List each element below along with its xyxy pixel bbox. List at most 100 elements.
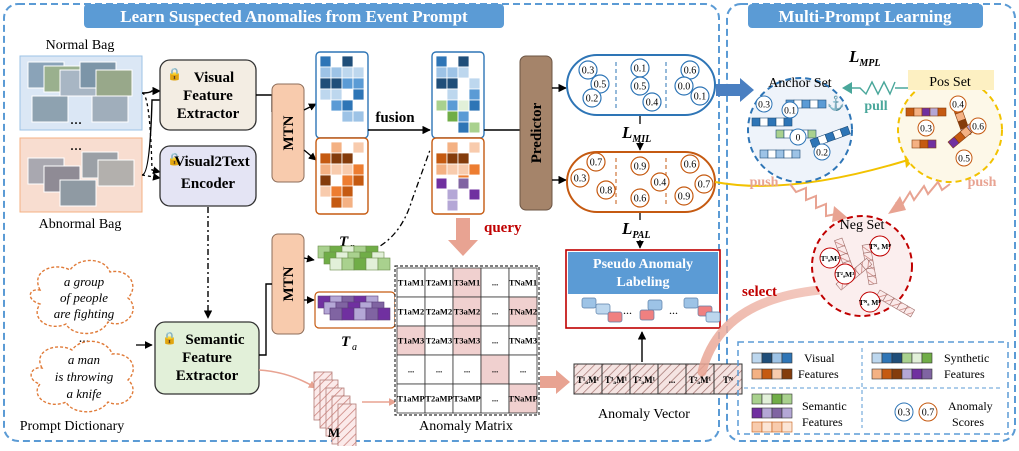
legend-cell: [881, 368, 893, 380]
neg-token-text: T²ₐM³: [836, 270, 856, 279]
matrix-cell-text: ...: [408, 365, 414, 375]
pseudo-token: [639, 309, 655, 321]
query-label: query: [484, 220, 522, 236]
strip-cell: [775, 149, 785, 159]
feature-cell: [330, 141, 343, 154]
matrix-cell-text: T3aMP: [453, 394, 480, 404]
abnormal-to-vfe-arrow: [141, 99, 160, 176]
feature-cell: [319, 185, 332, 198]
matrix-cell: [508, 383, 538, 414]
score-value: 0.6: [634, 194, 647, 205]
feature-cell: [330, 66, 343, 79]
mtn-to-tn-arrow: [303, 254, 315, 263]
score-value: 0.9: [678, 192, 691, 203]
predictor-label: Predictor: [529, 102, 545, 163]
legend-cell: [871, 352, 883, 364]
neg-token-text: Tᴺₐ Mᴾ: [859, 298, 881, 307]
m-label: M: [328, 425, 340, 440]
anchor-set-content: 0.30.100.2: [751, 95, 851, 161]
feature-cell: [330, 152, 343, 165]
feature-cell: [446, 141, 459, 154]
legend-visual-swatch: [751, 352, 793, 380]
anchor-score: [781, 101, 799, 119]
vector-cell-text: T¹ₐM¹: [577, 375, 600, 385]
legend-cell: [751, 421, 763, 433]
lock-icon: 🔒: [162, 331, 177, 345]
matrix-cell-text: TNaMP: [508, 394, 537, 404]
pal-loss-label: LPAL: [621, 219, 651, 241]
strip-cell: [767, 149, 777, 159]
feature-cell: [457, 177, 470, 190]
strip-cell: [919, 139, 929, 149]
score-circle: [694, 174, 714, 194]
vector-cell-text: T²ₐM¹: [689, 375, 712, 385]
vector-cell: [601, 363, 631, 395]
feature-cell: [319, 152, 332, 165]
neg-token: [869, 235, 891, 257]
legend-cell: [771, 421, 783, 433]
legend-cell: [891, 352, 903, 364]
score-circle: [690, 86, 710, 106]
strip-cell: [867, 275, 878, 286]
strip-cell: [929, 107, 939, 117]
svg-text:a: a: [352, 342, 357, 353]
anchor-set-title: Anchor Set: [768, 76, 831, 91]
legend-cell: [771, 393, 783, 405]
score-value: 0.5: [594, 80, 607, 91]
feature-cell: [319, 174, 332, 187]
score-value: 0.1: [694, 92, 707, 103]
tn-cell: [341, 257, 355, 271]
matrix-cell-text: ...: [436, 365, 442, 375]
feature-strip: [947, 121, 979, 149]
prompt-bubble-1: a group of people are fighting: [29, 259, 134, 335]
legend-score-circle: [894, 402, 914, 422]
strip-cell: [775, 129, 785, 139]
feature-strip: [809, 125, 851, 148]
pseudo-token: [595, 303, 611, 315]
feature-cell: [457, 66, 470, 79]
matrix-cell-text: T3aM3: [454, 336, 480, 346]
matrix-cell: [424, 383, 454, 414]
pseudo-token: [607, 311, 623, 323]
matrix-cell-text: TNaM3: [509, 336, 537, 346]
neg-token: [834, 263, 856, 285]
pos-set-circle: [897, 77, 1003, 183]
legend-visual-l1: Visual: [804, 351, 835, 365]
neg-token-text: T³ₐM¹: [821, 254, 840, 263]
strip-cell: [817, 99, 827, 109]
strip-cell: [905, 107, 915, 117]
matrix-cell-text: T3aM1: [454, 278, 480, 288]
feature-cell: [352, 66, 365, 79]
feature-cell: [341, 110, 354, 123]
pos-set-title-bg: [908, 70, 994, 90]
feature-cell: [446, 110, 459, 123]
legend-cell: [771, 407, 783, 419]
visual2text-encoder: [159, 145, 257, 207]
ta-cell: [365, 307, 379, 321]
anchor-icon: ⚓: [827, 95, 844, 112]
feature-cell: [446, 66, 459, 79]
legend-cell: [761, 421, 773, 433]
pseudo-token: [705, 311, 721, 323]
mtn-bottom-label: MTN: [281, 266, 297, 301]
pseudo-ellipsis-2: ...: [669, 303, 678, 317]
push-left-label: push: [750, 175, 779, 190]
score-circle: [642, 92, 662, 112]
legend-cell: [751, 393, 763, 405]
feature-cell: [341, 66, 354, 79]
matrix-cell-text: ...: [492, 365, 498, 375]
pos-score-text: 0.6: [972, 123, 984, 133]
legend-cell: [921, 368, 933, 380]
strip-cell: [807, 129, 817, 139]
feature-cell: [341, 163, 354, 176]
matrix-cell-text: T1aM1: [398, 278, 424, 288]
legend-cell: [891, 368, 903, 380]
feature-cell: [435, 66, 448, 79]
svg-text:are fighting: are fighting: [54, 306, 115, 321]
pos-score: [955, 149, 973, 167]
legend-cell: [751, 407, 763, 419]
matrix-cell: [452, 383, 482, 414]
normal-ellipsis: ...: [70, 111, 82, 128]
